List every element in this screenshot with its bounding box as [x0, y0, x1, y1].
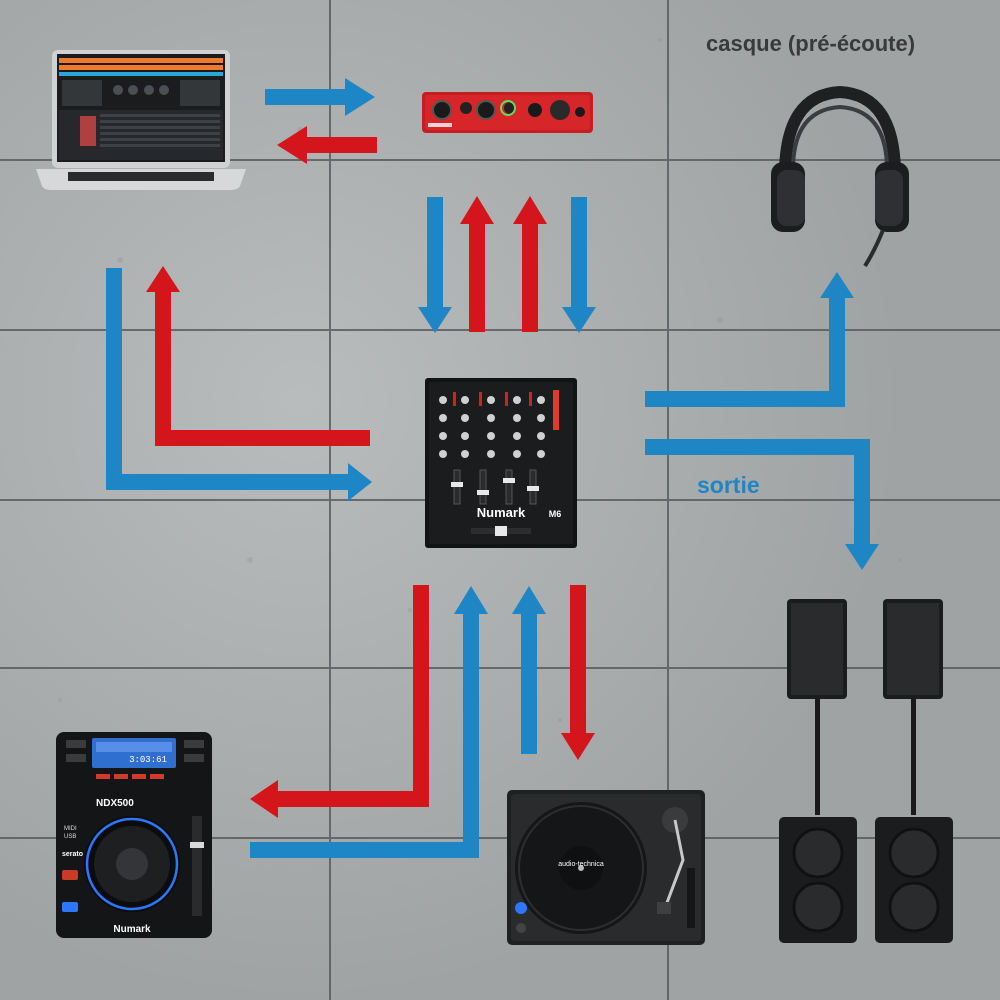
mixer-model: M6	[549, 509, 562, 519]
arrow-mixer-to-speakers	[645, 439, 879, 570]
arrow-interface-to-mixer-1	[418, 197, 452, 333]
mixer-channel-knobs	[439, 396, 545, 458]
cdj-serato-label: serato	[62, 851, 83, 858]
arrow-mixer-to-headphones	[645, 272, 854, 407]
arrow-interface-to-laptop	[277, 126, 377, 164]
headphones-label: casque (pré-écoute)	[706, 31, 916, 56]
pa-speaker-icon	[779, 599, 953, 943]
arrow-mixer-to-cdj	[250, 585, 429, 818]
turntable-icon: audio-technica	[507, 790, 705, 945]
arrow-interface-to-mixer-2	[562, 197, 596, 333]
arrow-cdj-to-mixer	[250, 586, 488, 858]
laptop-icon	[36, 50, 246, 190]
mixer-brand: Numark	[477, 505, 526, 520]
speaker-left	[779, 599, 857, 943]
cdj-brand: Numark	[113, 924, 151, 935]
cdj-time-display: 3:03:61	[129, 755, 167, 765]
output-label: sortie	[697, 472, 760, 498]
turntable-brand: audio-technica	[558, 861, 604, 868]
arrow-laptop-to-mixer	[106, 268, 372, 501]
cdj-model: NDX500	[96, 798, 134, 809]
audio-interface-icon	[422, 92, 593, 133]
speaker-right	[875, 599, 953, 943]
arrow-mixer-to-interface-1	[460, 196, 494, 332]
arrow-mixer-to-laptop	[146, 266, 370, 446]
cdj-usb-label: USB	[64, 834, 76, 840]
cd-player-icon: 3:03:61 NDX500 MIDI USB serato Numark	[56, 732, 212, 938]
dj-mixer-icon: Numark M6	[425, 378, 577, 548]
arrow-mixer-to-interface-2	[513, 196, 547, 332]
arrow-laptop-to-interface	[265, 78, 375, 116]
arrow-mixer-to-turntable	[561, 585, 595, 760]
cdj-midi-label: MIDI	[64, 826, 77, 832]
arrow-turntable-to-mixer	[512, 586, 546, 754]
headphones-icon	[771, 85, 909, 268]
